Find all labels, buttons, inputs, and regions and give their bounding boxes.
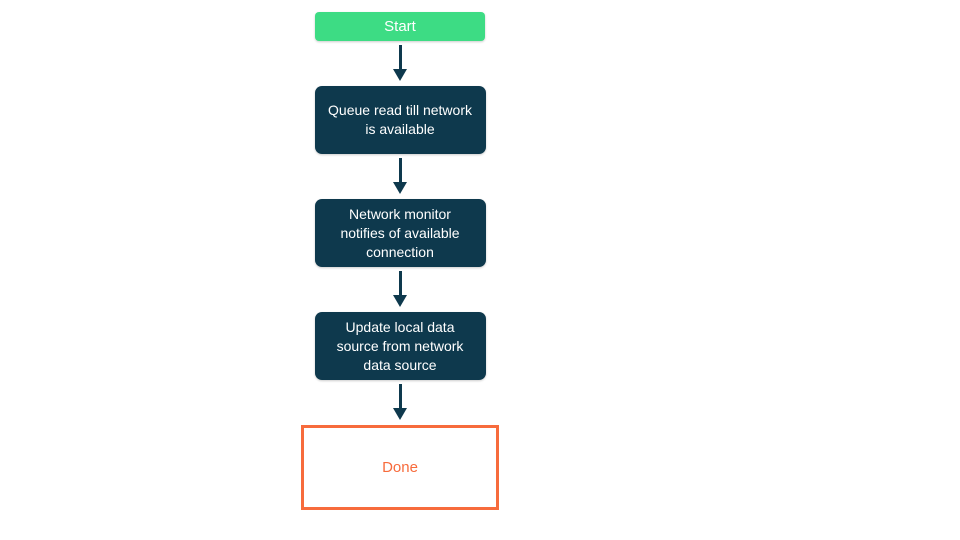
arrow-stem (398, 384, 402, 408)
flow-arrow-down-icon (393, 158, 407, 194)
flow-node-start-label: Start (384, 18, 416, 35)
flow-node-done: Done (301, 425, 499, 510)
arrow-head (393, 182, 407, 194)
flow-node-network-monitor: Network monitor notifies of available co… (314, 199, 486, 267)
flow-node-start: Start (315, 12, 485, 41)
flow-node-done-label: Done (382, 459, 418, 476)
flow-node-network-monitor-label: Network monitor notifies of available co… (340, 205, 460, 260)
flow-node-update-local-data-label: Update local data source from network da… (336, 318, 464, 373)
flowchart: Start Queue read till network is availab… (300, 12, 500, 510)
flow-arrow-down-icon (393, 45, 407, 81)
arrow-head (393, 295, 407, 307)
flow-arrow-down-icon (393, 271, 407, 307)
flow-arrow-down-icon (393, 384, 407, 420)
arrow-stem (398, 45, 402, 69)
arrow-stem (398, 271, 402, 295)
arrow-head (393, 408, 407, 420)
arrow-stem (398, 158, 402, 182)
flow-node-update-local-data: Update local data source from network da… (314, 312, 486, 380)
flow-node-queue-read-label: Queue read till network is available (328, 102, 472, 137)
arrow-head (393, 69, 407, 81)
flow-node-queue-read: Queue read till network is available (314, 86, 486, 154)
